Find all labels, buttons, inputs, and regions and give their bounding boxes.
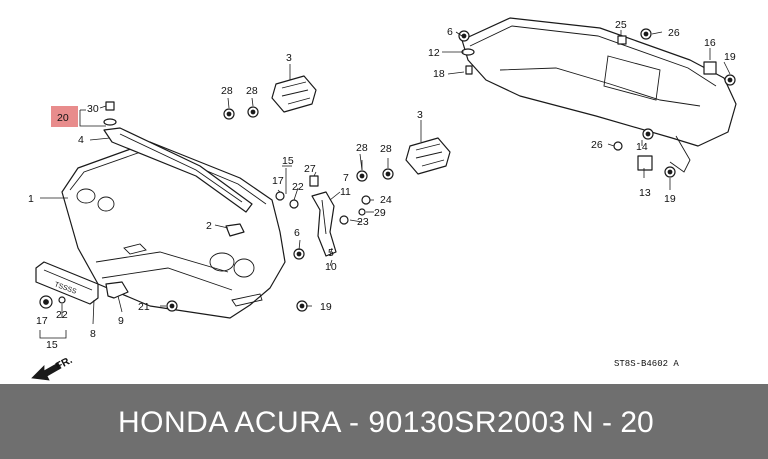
leader-lines [39, 30, 731, 339]
callout-6b: 6 [447, 26, 453, 38]
callout-28d: 28 [380, 143, 392, 155]
callout-5: 5 [328, 247, 334, 259]
callout-17a: 17 [272, 175, 284, 187]
callout-24: 24 [380, 194, 392, 206]
small-bracket-9 [105, 281, 129, 299]
highlight-box-20 [51, 106, 78, 127]
callout-29: 29 [374, 207, 386, 219]
callout-16: 16 [704, 37, 716, 49]
callout-8: 8 [90, 328, 96, 340]
reference-number: N - 20 [572, 406, 654, 439]
callout-19a: 19 [320, 301, 332, 313]
callout-12: 12 [428, 47, 440, 59]
callout-labels: 1 2 3 3 4 5 6 6 7 8 9 10 11 12 13 14 15 … [28, 19, 736, 351]
front-bumper-cover [61, 141, 286, 319]
callout-4: 4 [78, 134, 84, 146]
callout-17b: 17 [36, 315, 48, 327]
fasteners [39, 28, 736, 312]
callout-26b: 26 [591, 139, 603, 151]
callout-6a: 6 [294, 227, 300, 239]
callout-13: 13 [639, 187, 651, 199]
callout-22b: 22 [56, 309, 68, 321]
callout-23: 23 [357, 216, 369, 228]
callout-2: 2 [206, 220, 212, 232]
mount-bracket-lower [405, 137, 451, 175]
callout-19b: 19 [724, 51, 736, 63]
side-bracket-2 [225, 223, 245, 237]
callout-1: 1 [28, 193, 34, 205]
callout-25: 25 [615, 19, 627, 31]
bumper-parts-diagram: TSSSS [28, 17, 737, 381]
callout-27: 27 [304, 163, 316, 175]
upper-absorber-strip [103, 127, 253, 213]
mount-bracket-upper [271, 75, 317, 113]
callout-20: 20 [57, 112, 69, 124]
callout-3a: 3 [286, 52, 292, 64]
callout-28a: 28 [221, 85, 233, 97]
callout-9: 9 [118, 315, 124, 327]
callout-28c: 28 [356, 142, 368, 154]
callout-30: 30 [87, 103, 99, 115]
callout-21: 21 [138, 301, 150, 313]
callout-26a: 26 [668, 27, 680, 39]
side-stay [311, 191, 337, 257]
callout-3b: 3 [417, 109, 423, 121]
callout-22a: 22 [292, 181, 304, 193]
diagram-code: ST8S-B4602 A [614, 359, 679, 369]
part-number-line: HONDA ACURA - 90130SR2003 [118, 406, 566, 439]
callout-15b: 15 [46, 339, 58, 351]
direction-label: FR. [54, 354, 75, 373]
callout-11: 11 [340, 186, 351, 198]
callout-19c: 19 [664, 193, 676, 205]
front-direction-arrow: FR. [31, 354, 75, 381]
callout-15a: 15 [282, 155, 294, 167]
callout-14: 14 [636, 141, 648, 153]
callout-28b: 28 [246, 85, 258, 97]
rear-bumper-cover [461, 17, 737, 173]
callout-18: 18 [433, 68, 445, 80]
callout-7: 7 [343, 172, 349, 184]
callout-10: 10 [325, 261, 337, 273]
footer-bar: HONDA ACURA - 90130SR2003 N - 20 [0, 384, 768, 459]
